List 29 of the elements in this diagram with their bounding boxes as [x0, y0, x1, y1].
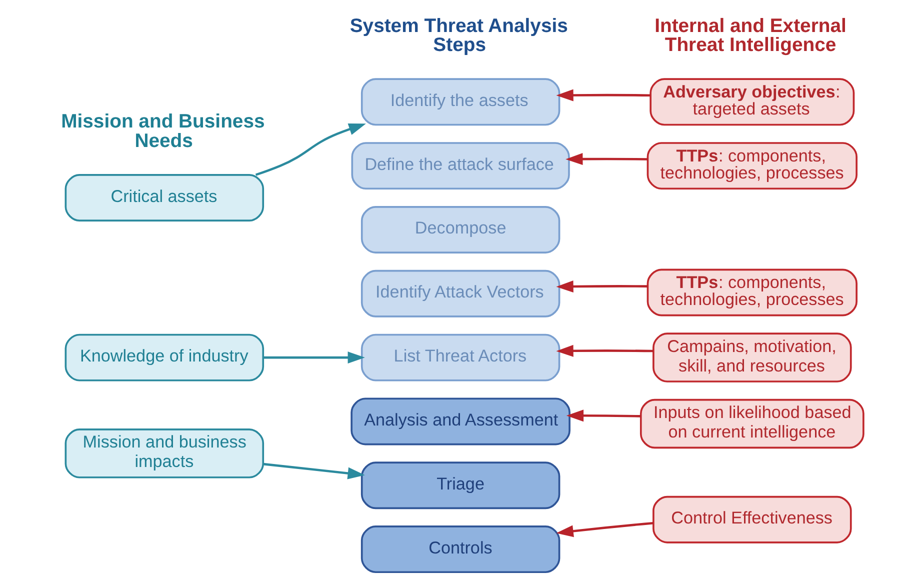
node-box: Mission and business impacts — [64, 428, 264, 478]
node-box: Inputs on likelihood based on current intelligence — [639, 398, 864, 449]
node-box: Identify Attack Vectors — [360, 270, 560, 318]
arrow — [254, 123, 366, 176]
node-box: List Threat Actors — [360, 334, 560, 382]
node-box: Analysis and Assessment — [350, 398, 570, 446]
arrow — [556, 280, 648, 293]
node-box: Control Effectiveness — [652, 496, 852, 544]
node-box: Knowledge of industry — [64, 334, 264, 382]
arrow — [262, 462, 364, 480]
arrow — [556, 89, 650, 102]
arrow — [556, 522, 653, 538]
node-box: Decompose — [360, 206, 560, 254]
label: Internal and External Threat Intelligence — [654, 14, 846, 56]
node-box: Campains, motivation, skill, and resources — [652, 332, 852, 382]
node-box: Triage — [360, 462, 560, 510]
arrow — [565, 153, 648, 166]
node-box: Identify the assets — [360, 78, 560, 126]
node-box: TTPs: components, technologies, processes — [646, 142, 857, 190]
node-box: Define the attack surface — [350, 142, 570, 190]
label: System Threat Analysis Steps — [349, 14, 568, 56]
arrow — [566, 410, 640, 422]
label: Mission and Business Needs — [60, 110, 264, 152]
arrow — [556, 344, 653, 357]
node-box: Controls — [360, 526, 560, 574]
arrow — [262, 352, 364, 364]
node-box: Adversary objectives: targeted assets — [649, 78, 854, 126]
node-box: TTPs: components, technologies, processes — [646, 268, 857, 316]
node-box: Critical assets — [64, 174, 264, 222]
